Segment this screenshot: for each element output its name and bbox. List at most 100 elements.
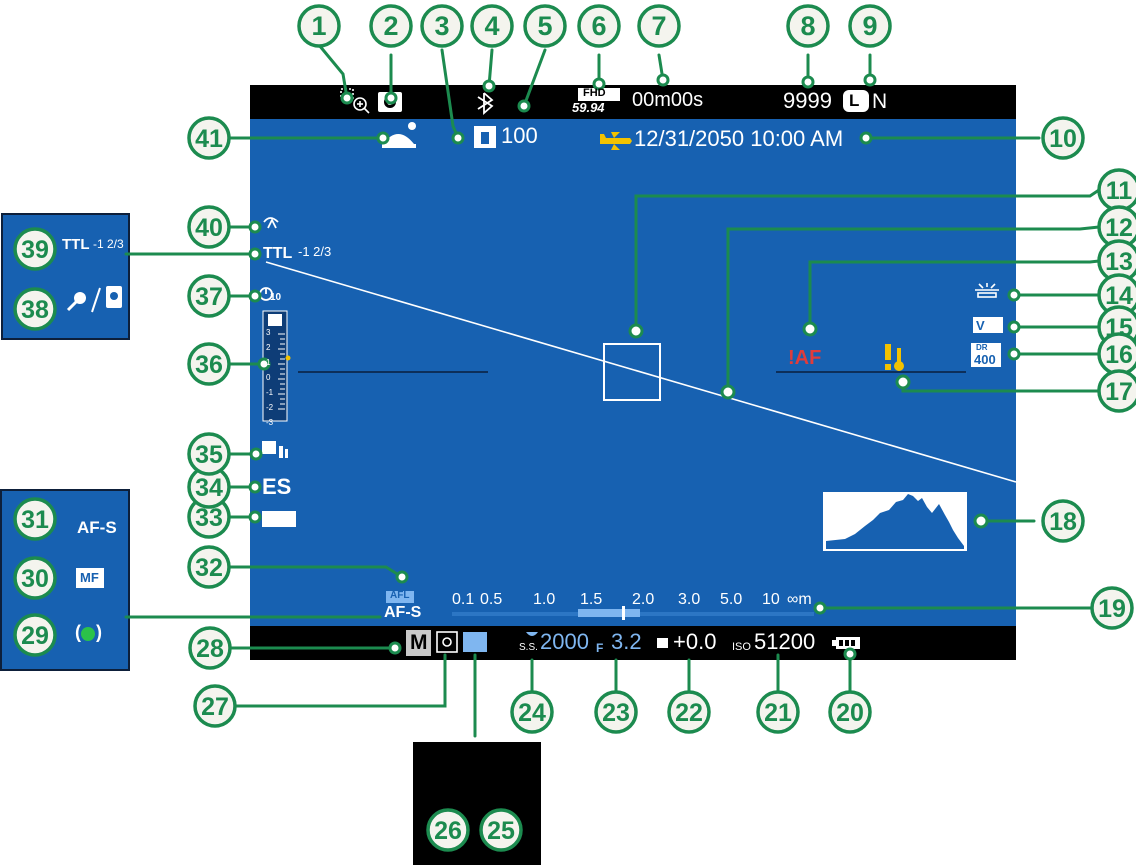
svg-text:7: 7 (651, 11, 666, 41)
exposure-scale-label: -1 (266, 388, 274, 397)
exposure-scale-label: 3 (266, 328, 271, 337)
svg-text:37: 37 (195, 283, 223, 311)
self-timer-label: 10 (270, 292, 282, 303)
shutter-speed-label: 2000 (540, 629, 589, 654)
svg-text:21: 21 (764, 699, 792, 727)
histogram-graph (826, 494, 964, 549)
callout-38: 38 (13, 287, 57, 331)
callout-36: 36 (187, 342, 231, 386)
bluetooth-icon (477, 92, 494, 115)
movie-format-label: FHD (583, 87, 606, 99)
svg-text:39: 39 (21, 236, 49, 264)
svg-text:29: 29 (21, 622, 49, 650)
film-simulation-icon: V (973, 317, 1003, 333)
svg-text:26: 26 (434, 817, 462, 845)
distance-label: 3.0 (678, 591, 701, 608)
svg-text:40: 40 (195, 214, 223, 242)
iso-label: 51200 (754, 629, 816, 654)
callout-25: 25 (479, 808, 523, 852)
svg-text:17: 17 (1105, 378, 1133, 406)
callout-11: 11 (1097, 168, 1136, 212)
image-quality-label: N (872, 90, 888, 113)
record-time-label: 00m00s (632, 89, 704, 111)
callout-6: 6 (577, 4, 621, 48)
shooting-mode-label: M (410, 631, 428, 654)
callout-1: 1 (297, 4, 341, 48)
svg-text:28: 28 (196, 635, 224, 663)
callout-31: 31 (13, 497, 57, 541)
mf-badge (76, 568, 104, 588)
distance-label: 0.1 (452, 591, 475, 608)
svg-text:35: 35 (195, 441, 223, 469)
callout-16: 16 (1097, 332, 1136, 376)
svg-text:8: 8 (800, 11, 815, 41)
svg-text:2: 2 (383, 11, 398, 41)
callout-13: 13 (1097, 239, 1136, 283)
exposure-comp-label: +0.0 (673, 629, 717, 654)
flash-mode-label: TTL (263, 245, 293, 262)
svg-text:5: 5 (537, 11, 552, 41)
svg-text:9: 9 (862, 11, 877, 41)
continuous-mode-icon (262, 441, 288, 458)
shutter-type-label: ES (262, 474, 292, 499)
ae-af-lock-icon (463, 632, 487, 652)
afl-badge (386, 591, 414, 603)
frame-counter-label: 100 (501, 123, 538, 148)
distance-label: 1.5 (580, 591, 603, 608)
callout-10: 10 (1041, 116, 1085, 160)
am-mode-badge (262, 511, 296, 527)
svg-text:4: 4 (484, 11, 499, 41)
exposure-scale-label: 0 (266, 373, 271, 382)
lock-inset (413, 742, 541, 865)
callout-22: 22 (667, 690, 711, 734)
shutter-prefix-label: S.S. (519, 642, 538, 653)
callout-20: 20 (828, 690, 872, 734)
svg-text:6: 6 (591, 11, 606, 41)
frames-remaining-label: 9999 (783, 88, 832, 113)
svg-text:V: V (976, 318, 985, 333)
battery-icon (832, 637, 860, 649)
svg-text:10: 10 (1049, 125, 1077, 153)
callout-21: 21 (756, 690, 800, 734)
focus-indicator-icon (81, 627, 95, 641)
aperture-prefix-label: F (596, 641, 604, 655)
callout-19: 19 (1090, 586, 1134, 630)
callout-2: 2 (369, 4, 413, 48)
exposure-level-marker (285, 355, 291, 361)
svg-text:18: 18 (1049, 508, 1077, 536)
mic-remote-icon (66, 286, 122, 313)
focus-mode-label: AF-S (384, 604, 422, 621)
distance-label: ∞m (787, 591, 812, 608)
svg-text:34: 34 (195, 474, 223, 502)
exposure-scale-label: 1 (266, 358, 271, 367)
callout-41: 41 (187, 116, 231, 160)
svg-text:24: 24 (518, 699, 546, 727)
callout-17: 17 (1097, 369, 1136, 413)
svg-text:12: 12 (1105, 214, 1133, 242)
ibis-icon (263, 217, 279, 229)
dynamic-range-label: 400 (974, 352, 996, 367)
focus-frame (603, 343, 661, 401)
date-time-label: 12/31/2050 10:00 AM (634, 126, 844, 151)
svg-text:25: 25 (487, 817, 515, 845)
callout-33: 33 (187, 495, 231, 539)
shutter-speed-icon (526, 632, 538, 636)
svg-text:22: 22 (675, 699, 703, 727)
callout-40: 40 (187, 205, 231, 249)
inset-flash-mode-label: TTL (62, 236, 90, 253)
inset-flash-comp-label: -1 2/3 (93, 237, 124, 251)
svg-text:16: 16 (1105, 341, 1133, 369)
svg-text:23: 23 (602, 699, 630, 727)
callout-30: 30 (13, 556, 57, 600)
callout-39: 39 (13, 227, 57, 271)
iso-prefix-label: ISO (732, 641, 751, 653)
bottom-status-bar (250, 626, 1016, 660)
shooting-mode-badge (406, 630, 431, 656)
metering-icon (436, 631, 458, 653)
electronic-level-line (265, 261, 1017, 483)
exposure-ticks (278, 333, 285, 410)
callout-23: 23 (594, 690, 638, 734)
movie-format-box (578, 88, 620, 101)
location-icon (382, 122, 416, 148)
callout-28: 28 (188, 626, 232, 670)
